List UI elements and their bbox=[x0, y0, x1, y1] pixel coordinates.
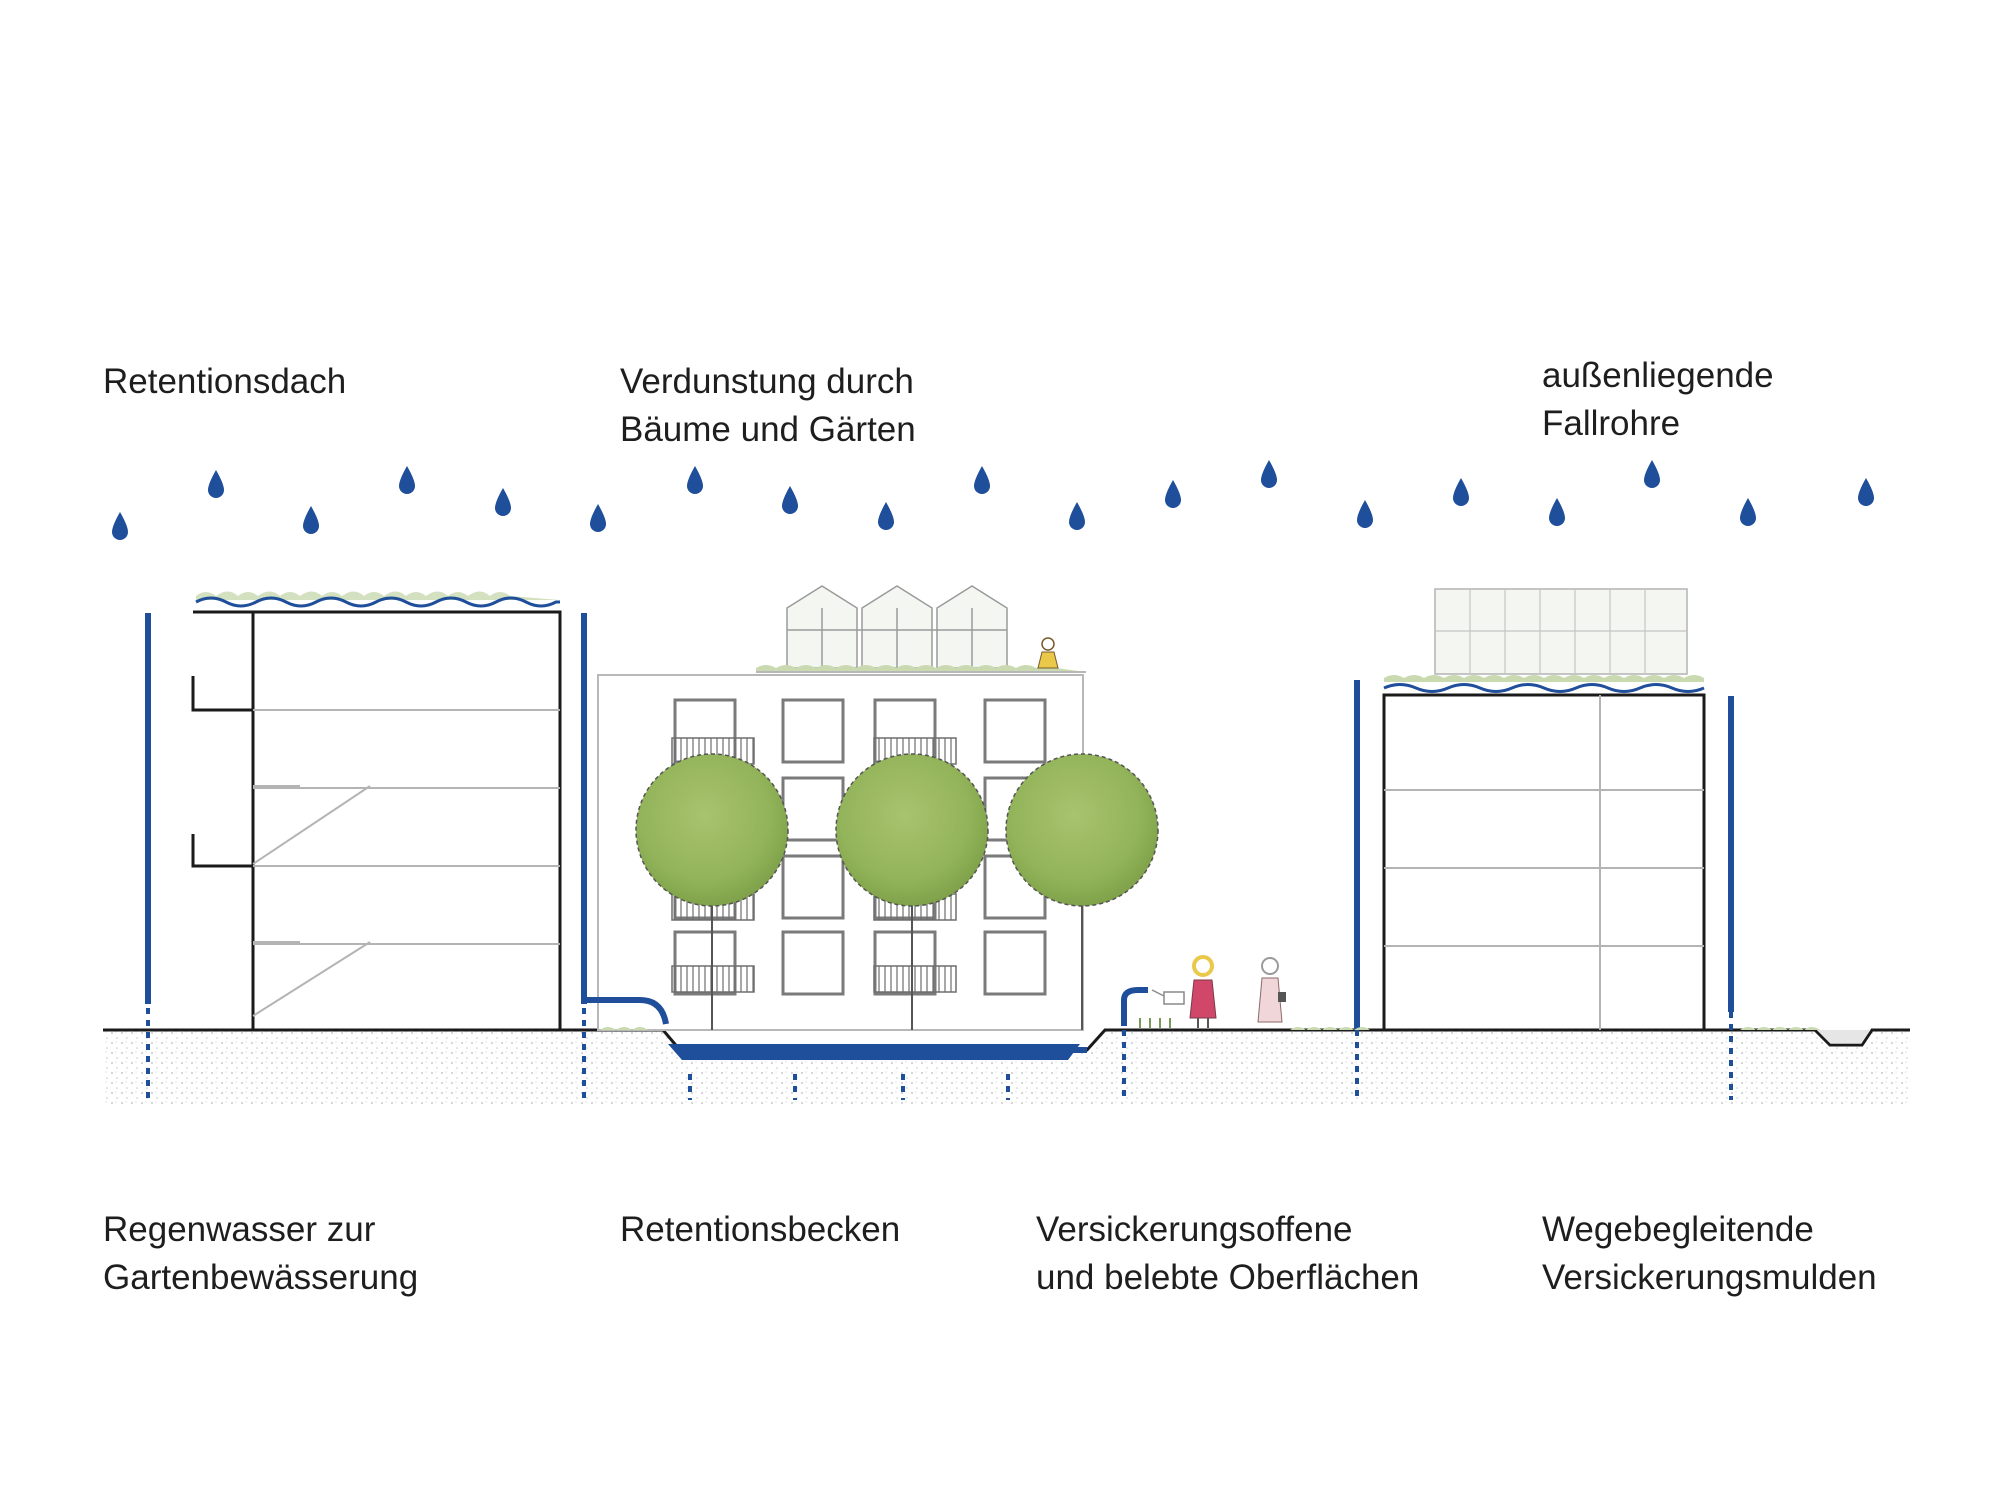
tree-crown bbox=[1005, 753, 1159, 907]
rain-drop bbox=[974, 466, 990, 494]
label-infiltration-swales: Wegebegleitende Versickerungsmulden bbox=[1542, 1206, 1877, 1302]
rain-drop bbox=[878, 502, 894, 530]
label-external-downpipes: außenliegende Fallrohre bbox=[1542, 352, 1774, 448]
label-line: Retentionsbecken bbox=[620, 1210, 901, 1249]
downpipes bbox=[145, 613, 1734, 1030]
green-roof-vegetation bbox=[196, 591, 560, 600]
trees bbox=[635, 753, 1159, 1030]
retention-roof-water bbox=[1383, 683, 1705, 693]
person-gardener bbox=[1189, 955, 1217, 1028]
swale bbox=[1814, 1029, 1874, 1047]
building-apartments bbox=[597, 585, 1159, 1031]
ground-vegetation bbox=[600, 1027, 1820, 1030]
rain-drop bbox=[590, 504, 606, 532]
label-line: Versickerungsmulden bbox=[1542, 1258, 1877, 1297]
rain-drop bbox=[1740, 498, 1756, 526]
rain-drop bbox=[399, 466, 415, 494]
rain-drop bbox=[1858, 478, 1874, 506]
balcony bbox=[191, 834, 253, 868]
small-plants bbox=[1139, 1018, 1171, 1028]
people bbox=[1139, 955, 1286, 1028]
label-line: Fallrohre bbox=[1542, 404, 1681, 443]
label-line: Wegebegleitende bbox=[1542, 1210, 1814, 1249]
label-rainwater-garden-irrigation: Regenwasser zur Gartenbewässerung bbox=[103, 1206, 418, 1302]
greenhouses bbox=[786, 585, 1008, 669]
rain-drop bbox=[1453, 478, 1469, 506]
rain-drops bbox=[112, 460, 1874, 540]
rooftop-garden bbox=[756, 665, 1086, 672]
downpipe-outlet bbox=[584, 997, 669, 1025]
label-line: Verdunstung durch bbox=[620, 362, 914, 401]
label-line: Bäume und Gärten bbox=[620, 410, 916, 449]
building-retention-roof bbox=[191, 591, 562, 1032]
green-roof-vegetation bbox=[1384, 675, 1704, 682]
label-line: Regenwasser zur bbox=[103, 1210, 376, 1249]
watering-can bbox=[1151, 989, 1185, 1005]
rain-drop bbox=[1165, 480, 1181, 508]
rain-drop bbox=[1549, 498, 1565, 526]
rain-drop bbox=[782, 486, 798, 514]
retention-roof-water bbox=[195, 596, 560, 608]
rain-drop bbox=[303, 506, 319, 534]
rain-drop bbox=[1357, 500, 1373, 528]
rain-drop bbox=[1069, 502, 1085, 530]
label-line: Versickerungsoffene bbox=[1036, 1210, 1353, 1249]
balcony bbox=[191, 676, 253, 712]
label-line: und belebte Oberflächen bbox=[1036, 1258, 1420, 1297]
rain-drop bbox=[1644, 460, 1660, 488]
rain-drop bbox=[112, 512, 128, 540]
label-retention-roof: Retentionsdach bbox=[103, 358, 346, 406]
tree-crown bbox=[835, 753, 989, 907]
person-walker bbox=[1257, 957, 1286, 1023]
ground bbox=[103, 1028, 1910, 1104]
rain-drop bbox=[208, 470, 224, 498]
label-line: Retentionsdach bbox=[103, 362, 347, 401]
label-retention-basin: Retentionsbecken bbox=[620, 1206, 900, 1254]
label-line: Gartenbewässerung bbox=[103, 1258, 419, 1297]
soil-layer bbox=[103, 1030, 1910, 1104]
label-permeable-surfaces: Versickerungsoffene und belebte Oberfläc… bbox=[1036, 1206, 1419, 1302]
label-line: außenliegende bbox=[1542, 356, 1774, 395]
rain-drop bbox=[687, 466, 703, 494]
retention-basin bbox=[668, 1044, 1087, 1060]
building-external-downpipes bbox=[1382, 588, 1706, 1032]
label-evaporation: Verdunstung durch Bäume und Gärten bbox=[620, 358, 916, 454]
rooftop-person bbox=[1037, 637, 1059, 669]
tree-crown bbox=[635, 753, 789, 907]
rain-drop bbox=[1261, 460, 1277, 488]
downpipe-outlet bbox=[1121, 987, 1148, 1026]
infiltration-lines bbox=[146, 1008, 1733, 1100]
rain-drop bbox=[495, 488, 511, 516]
